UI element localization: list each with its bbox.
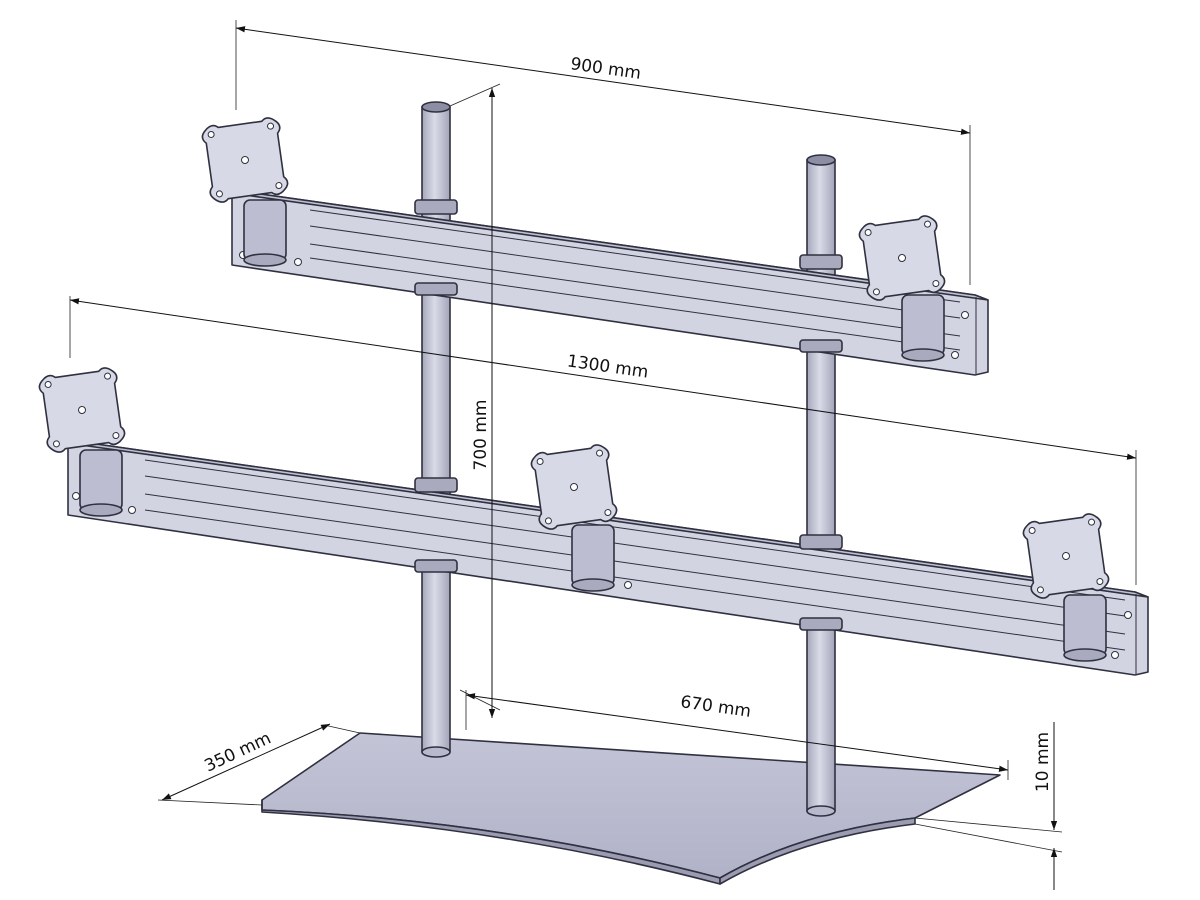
dimension-height: 700 mm bbox=[449, 83, 501, 718]
dimension-base-depth-label: 350 mm bbox=[201, 728, 274, 776]
vesa-mount-lower-center bbox=[529, 442, 619, 592]
lower-clamps bbox=[414, 477, 843, 631]
dimension-height-label: 700 mm bbox=[471, 400, 491, 471]
base-plate bbox=[261, 732, 1001, 885]
vesa-mount-upper-left bbox=[200, 115, 290, 267]
dimension-lower-width-label: 1300 mm bbox=[566, 351, 650, 382]
vesa-mount-lower-right bbox=[1021, 511, 1111, 662]
dimension-base-thickness: 10 mm bbox=[914, 722, 1063, 890]
dimension-top-width-label: 900 mm bbox=[569, 54, 642, 84]
vesa-mount-lower-left bbox=[37, 365, 127, 517]
dimension-base-width-label: 670 mm bbox=[679, 692, 752, 722]
dimension-top-width: 900 mm bbox=[235, 20, 971, 285]
dimension-base-thickness-label: 10 mm bbox=[1033, 732, 1053, 792]
pole-right bbox=[806, 154, 836, 817]
